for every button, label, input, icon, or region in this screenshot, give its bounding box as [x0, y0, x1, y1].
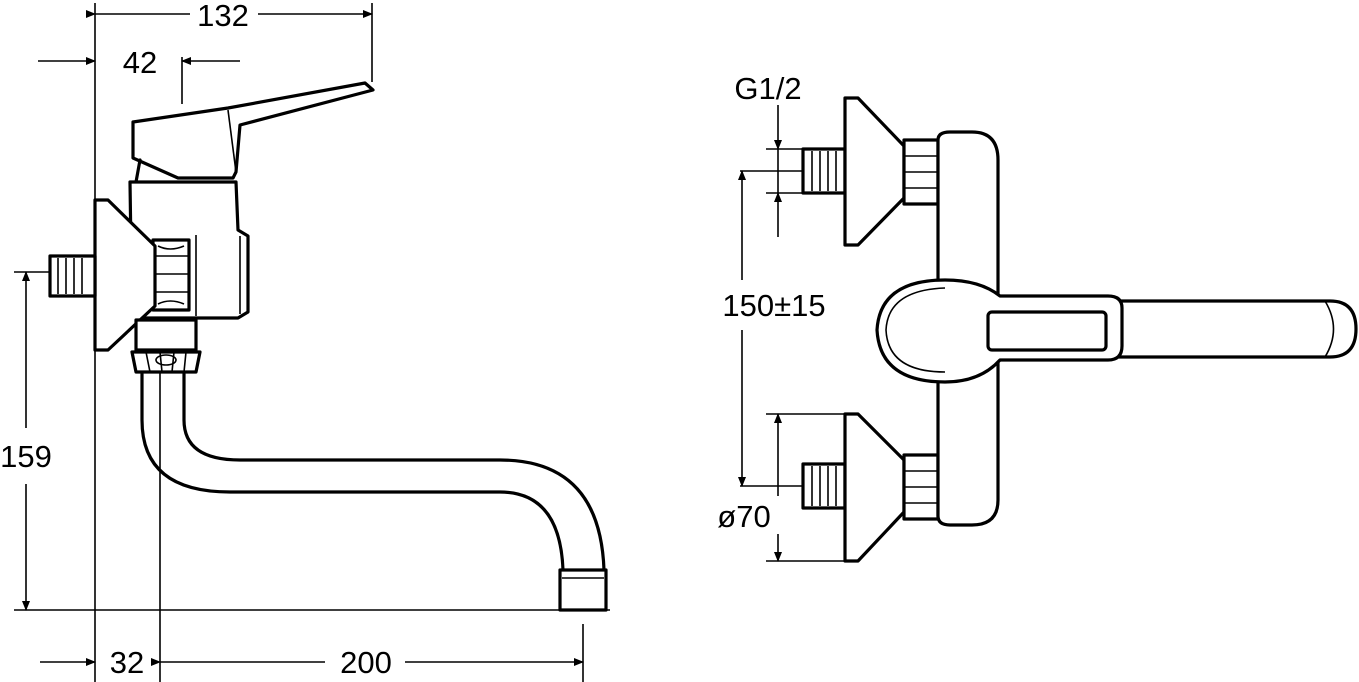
dim-label-height: 159 — [0, 439, 52, 474]
dim-label-wall-to-spout: 32 — [110, 645, 144, 680]
dim-label-rosette-diameter: ø70 — [717, 499, 770, 534]
side-view-drawing — [14, 3, 610, 682]
dim-label-thread: G1/2 — [734, 71, 801, 106]
front-view-drawing — [738, 96, 1358, 563]
dim-label-center-distance: 150±15 — [722, 288, 825, 323]
dim-label-spout-reach: 200 — [340, 645, 392, 680]
dim-label-overall-depth: 132 — [197, 0, 249, 33]
dim-label-handle-offset: 42 — [123, 45, 157, 80]
